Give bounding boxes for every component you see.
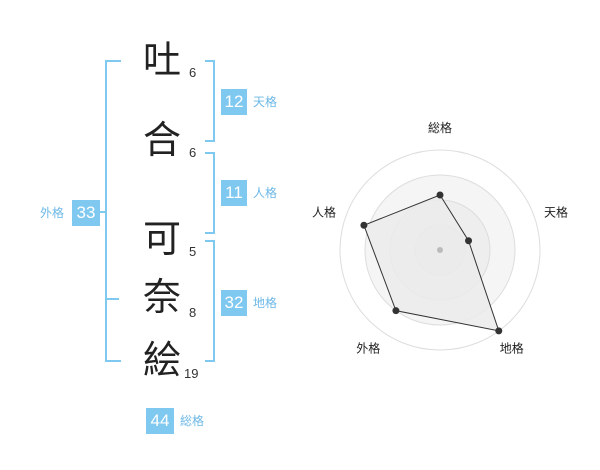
jinkaku-bracket	[205, 152, 215, 234]
tenkaku-bracket	[205, 60, 215, 142]
radar-axis-label-5: 人格	[312, 204, 336, 219]
chikaku-bracket	[205, 240, 215, 362]
radar-point-5	[360, 221, 368, 229]
radar-point-4	[392, 307, 400, 315]
name-char-5: 絵	[142, 338, 181, 382]
jinkaku-badge: 11	[221, 180, 247, 206]
radar-axis-label-2: 天格	[544, 204, 568, 219]
gaikaku-bracket	[105, 60, 121, 362]
name-char-3: 可	[142, 217, 181, 261]
jinkaku-label: 人格	[253, 186, 278, 200]
radar-point-3	[495, 327, 503, 335]
radar-point-2	[465, 237, 473, 245]
radar-axis-label-1: 総格	[428, 120, 452, 135]
radar-center-dot	[437, 247, 443, 253]
stroke-count-2: 6	[189, 145, 197, 160]
stroke-count-5: 19	[184, 366, 199, 381]
name-char-2: 合	[142, 118, 181, 162]
tenkaku-badge: 12	[221, 89, 247, 115]
stroke-count-4: 8	[189, 305, 197, 320]
radar-polygon	[363, 194, 500, 332]
stroke-count-3: 5	[189, 244, 197, 259]
chikaku-badge: 32	[221, 290, 247, 316]
radar-point-1	[436, 191, 444, 199]
stroke-count-1: 6	[189, 65, 197, 80]
gaikaku-bracket-tick	[96, 211, 105, 213]
tenkaku-label: 天格	[253, 95, 278, 109]
name-char-4: 奈	[142, 275, 181, 319]
gaikaku-label: 外格	[40, 206, 65, 220]
chikaku-label: 地格	[253, 296, 278, 310]
soukaku-badge: 44	[146, 408, 174, 434]
gaikaku-bracket-joint	[105, 298, 119, 300]
soukaku-label: 総格	[180, 414, 205, 428]
radar-axis-label-3: 地格	[500, 341, 524, 356]
name-char-1: 吐	[142, 38, 181, 82]
gaikaku-badge: 33	[72, 200, 100, 226]
radar-axis-label-4: 外格	[356, 341, 380, 356]
